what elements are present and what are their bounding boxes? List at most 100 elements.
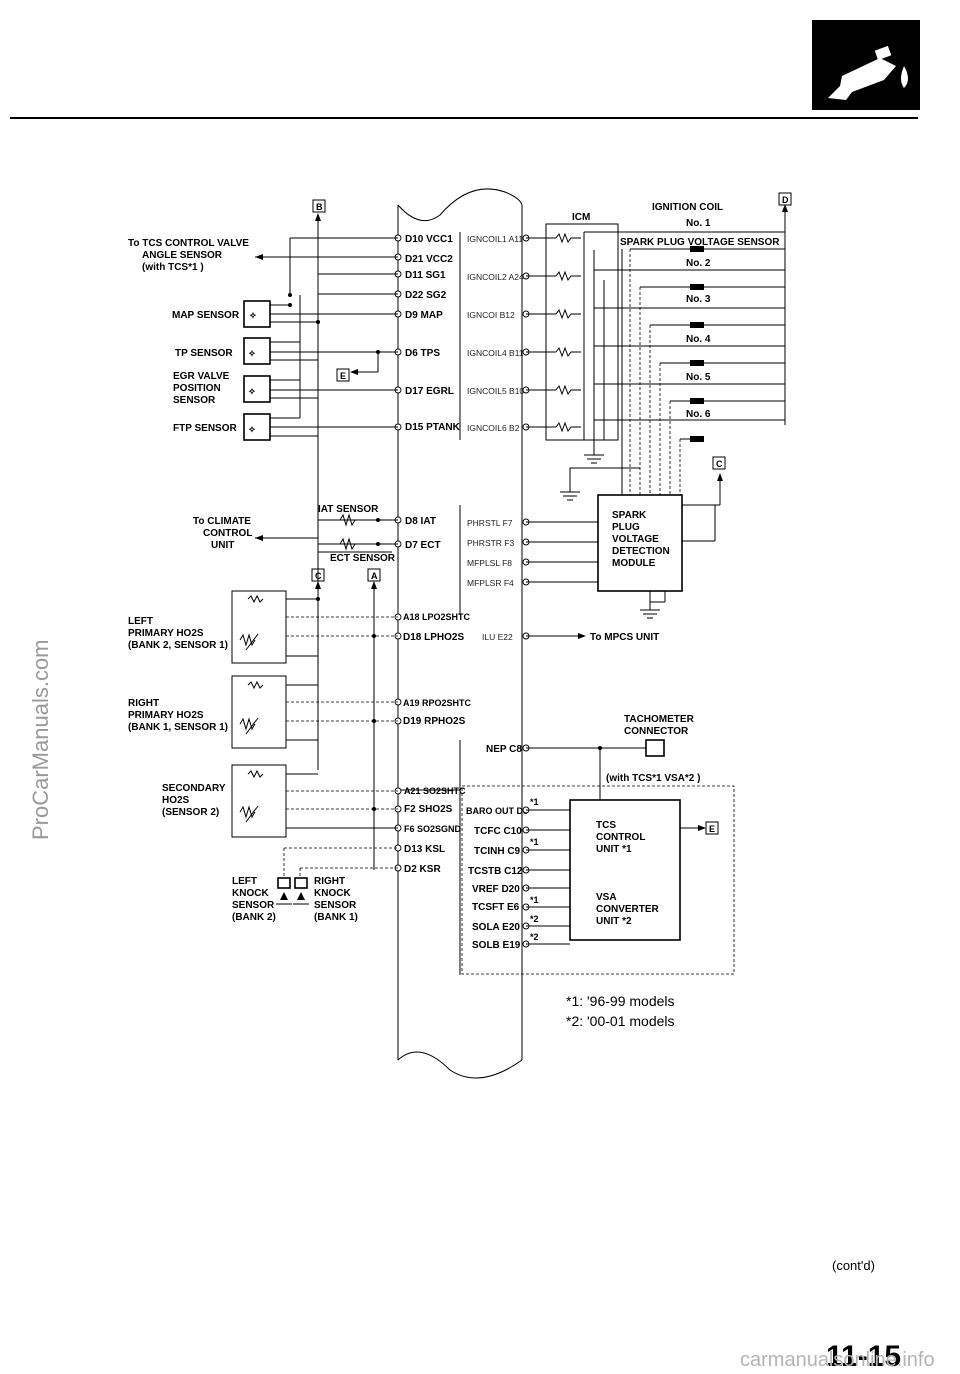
svg-text:CONTROL: CONTROL xyxy=(596,832,645,843)
pin-d7: D7 ECT xyxy=(405,540,441,551)
svg-text:⟡: ⟡ xyxy=(249,348,255,358)
svg-text:*1: *1 xyxy=(530,797,539,807)
svg-text:IGNITION COIL: IGNITION COIL xyxy=(652,202,723,213)
icm-module: ICM xyxy=(526,212,640,501)
pin-d11: D11 SG1 xyxy=(405,270,446,281)
label-secondary-ho2s: SECONDARY HO2S (SENSOR 2) xyxy=(162,783,226,818)
fuel-nozzle-icon xyxy=(812,20,920,110)
svg-text:LEFT: LEFT xyxy=(128,616,153,627)
svg-text:LEFT: LEFT xyxy=(232,876,257,887)
svg-text:EGR VALVE: EGR VALVE xyxy=(173,371,230,382)
pin-d21: D21 VCC2 xyxy=(405,254,453,265)
svg-text:SENSOR: SENSOR xyxy=(314,900,357,911)
pin-b12: IGNCOI B12 xyxy=(467,310,515,320)
svg-text:⟡: ⟡ xyxy=(249,386,255,396)
svg-text:B: B xyxy=(316,202,323,212)
svg-text:RIGHT: RIGHT xyxy=(314,876,345,887)
pin-c8: NEP C8 xyxy=(486,744,522,755)
watermark-bottom: carmanualsonline.info xyxy=(740,1349,935,1371)
pin-d9: D9 MAP xyxy=(405,310,443,321)
svg-text:UNIT *2: UNIT *2 xyxy=(596,916,632,927)
svg-text:No. 6: No. 6 xyxy=(686,409,711,420)
svg-text:*2: '00-01 models: *2: '00-01 models xyxy=(566,1013,675,1029)
pin-b2: IGNCOIL6 B2 xyxy=(467,423,520,433)
pin-f6: F6 SO2SGND xyxy=(404,824,462,834)
svg-text:SECONDARY: SECONDARY xyxy=(162,783,226,794)
svg-text:CONNECTOR: CONNECTOR xyxy=(624,726,689,737)
label-tcs-angle-sensor: To TCS CONTROL VALVE ANGLE SENSOR (with … xyxy=(128,238,249,273)
label-ect-sensor: ECT SENSOR xyxy=(330,553,396,564)
pin-c12: TCSTB C12 xyxy=(468,866,523,877)
watermark-side: ProCarManuals.com xyxy=(28,639,53,840)
pin-d10: D10 VCC1 xyxy=(405,234,453,245)
ref-d: D xyxy=(778,192,792,206)
svg-text:*1: *1 xyxy=(530,837,539,847)
label-right-ho2s: RIGHT PRIMARY HO2S (BANK 1, SENSOR 1) xyxy=(128,698,228,733)
pin-d13: D13 KSL xyxy=(404,844,445,855)
svg-text:D: D xyxy=(782,195,789,205)
svg-text:To CLIMATE: To CLIMATE xyxy=(193,516,251,527)
footnotes: *1: '96-99 models *2: '00-01 models xyxy=(566,993,675,1029)
svg-text:CONTROL: CONTROL xyxy=(203,528,252,539)
pin-f3: PHRSTR F3 xyxy=(467,538,515,548)
continued-label: (cont'd) xyxy=(832,1258,875,1273)
svg-text:No. 4: No. 4 xyxy=(686,334,711,345)
pin-e19: SOLB E19 xyxy=(472,940,521,951)
svg-text:C: C xyxy=(716,459,723,469)
svg-text:ICM: ICM xyxy=(572,212,590,223)
svg-text:UNIT *1: UNIT *1 xyxy=(596,844,632,855)
svg-text:RIGHT: RIGHT xyxy=(128,698,159,709)
pin-d20: VREF D20 xyxy=(472,884,520,895)
pin-d2: D2 KSR xyxy=(404,864,441,875)
tachometer-connector: TACHOMETER CONNECTOR xyxy=(526,714,695,800)
svg-text:DETECTION: DETECTION xyxy=(612,546,670,557)
svg-text:To MPCS UNIT: To MPCS UNIT xyxy=(590,632,659,643)
svg-text:TCS: TCS xyxy=(596,820,616,831)
svg-text:KNOCK: KNOCK xyxy=(232,888,269,899)
pin-e6: TCSFT E6 xyxy=(472,902,520,913)
label-right-knock: RIGHT KNOCK SENSOR (BANK 1) xyxy=(314,876,358,923)
label-map-sensor: MAP SENSOR xyxy=(172,310,240,321)
label-climate-control: To CLIMATE CONTROL UNIT xyxy=(193,516,252,551)
label-left-ho2s: LEFT PRIMARY HO2S (BANK 2, SENSOR 1) xyxy=(128,616,228,651)
svg-text:(BANK 2, SENSOR 1): (BANK 2, SENSOR 1) xyxy=(128,640,228,651)
ref-c-upper: C xyxy=(712,456,726,470)
pin-b11: IGNCOIL4 B11 xyxy=(467,348,524,358)
svg-text:KNOCK: KNOCK xyxy=(314,888,351,899)
pin-a24: IGNCOIL2 A24 xyxy=(467,272,524,282)
ignition-coils: IGNITION COIL No. 1 SPARK PLUG VOLTAGE S… xyxy=(618,202,788,495)
pin-f2: F2 SHO2S xyxy=(404,804,453,815)
label-iat-sensor: IAT SENSOR xyxy=(318,504,379,515)
svg-text:ANGLE SENSOR: ANGLE SENSOR xyxy=(142,250,223,261)
pin-d18: D18 LPHO2S xyxy=(403,632,464,643)
svg-text:*1: *1 xyxy=(530,895,539,905)
pin-f8: MFPLSL F8 xyxy=(467,558,512,568)
svg-text:SPARK PLUG VOLTAGE SENSOR: SPARK PLUG VOLTAGE SENSOR xyxy=(620,237,780,248)
svg-text:(with TCS*1 VSA*2 ): (with TCS*1 VSA*2 ) xyxy=(606,773,700,784)
pin-c9: TCINH C9 xyxy=(474,846,521,857)
tcs-vsa-section: (with TCS*1 VSA*2 ) TCS CONTROL UNIT *1 … xyxy=(461,773,735,975)
svg-text:E: E xyxy=(340,371,346,381)
pin-a19: A19 RPO2SHTC xyxy=(403,698,472,708)
mpcs-connection: To MPCS UNIT xyxy=(526,632,659,643)
svg-text:⟡: ⟡ xyxy=(249,424,255,434)
svg-text:UNIT: UNIT xyxy=(211,540,234,551)
svg-text:No. 5: No. 5 xyxy=(686,372,711,383)
pin-a18: A18 LPO2SHTC xyxy=(403,612,471,622)
svg-text:(BANK 2): (BANK 2) xyxy=(232,912,276,923)
pin-a11: IGNCOIL1 A11 xyxy=(467,234,523,244)
pin-c10: TCFC C10 xyxy=(474,826,522,837)
svg-text:SPARK: SPARK xyxy=(612,510,647,521)
svg-text:(BANK 1): (BANK 1) xyxy=(314,912,358,923)
ref-b: B xyxy=(312,199,326,213)
ref-e: E xyxy=(336,368,350,382)
svg-text:PRIMARY HO2S: PRIMARY HO2S xyxy=(128,710,204,721)
svg-text:No. 2: No. 2 xyxy=(686,258,711,269)
ref-a: A xyxy=(367,568,381,582)
pin-e20: SOLA E20 xyxy=(472,922,520,933)
spark-detection-module: SPARK PLUG VOLTAGE DETECTION MODULE xyxy=(526,473,723,619)
svg-text:CONVERTER: CONVERTER xyxy=(596,904,660,915)
ecm-body xyxy=(397,188,523,1079)
pin-d17: D17 EGRL xyxy=(405,386,454,397)
